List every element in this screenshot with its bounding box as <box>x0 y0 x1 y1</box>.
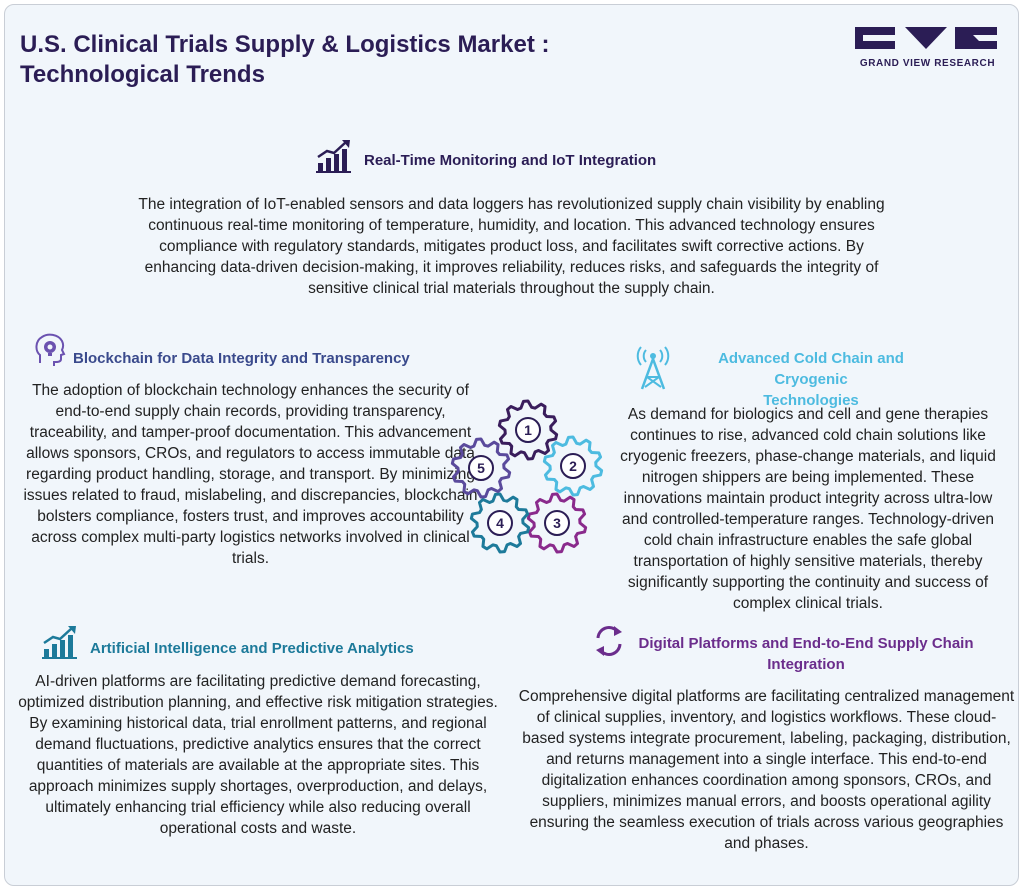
gear-label: 1 <box>524 422 532 438</box>
coldchain-title-line-2: Technologies <box>763 392 859 409</box>
gear-label: 2 <box>569 458 577 474</box>
cycle-arrows-icon <box>596 626 622 656</box>
signal-tower-icon <box>636 346 670 390</box>
gear-label: 5 <box>477 460 485 476</box>
page-title: U.S. Clinical Trials Supply & Logistics … <box>20 30 660 90</box>
ai-title: Artificial Intelligence and Predictive A… <box>90 640 414 657</box>
logo-text: GRAND VIEW RESEARCH <box>859 58 996 69</box>
gear-5: 5 <box>450 437 512 499</box>
coldchain-title-line-1: Advanced Cold Chain and Cryogenic <box>718 350 904 388</box>
gear-3: 3 <box>526 492 588 554</box>
digital-title-line-2: Integration <box>767 656 845 673</box>
chart-growth-icon <box>316 140 351 173</box>
coldchain-body: As demand for biologics and cell and gen… <box>620 406 996 612</box>
bar-chart-icon <box>42 626 77 659</box>
gear-1: 1 <box>497 399 559 461</box>
gear-label: 4 <box>496 515 504 531</box>
digital-title: Digital Platforms and End-to-End Supply … <box>630 633 982 675</box>
grand-view-research-logo <box>855 27 997 49</box>
blockchain-title: Blockchain for Data Integrity and Transp… <box>73 350 410 367</box>
blockchain-body: The adoption of blockchain technology en… <box>23 382 478 567</box>
digital-body: Comprehensive digital platforms are faci… <box>518 688 1015 852</box>
coldchain-title: Advanced Cold Chain and Cryogenic Techno… <box>680 348 942 411</box>
gears-graphic: 1 2 3 4 5 <box>450 399 604 554</box>
realtime-title: Real-Time Monitoring and IoT Integration <box>364 152 657 169</box>
title-line-2: Technological Trends <box>20 61 265 88</box>
digital-title-line-1: Digital Platforms and End-to-End Supply … <box>638 635 974 652</box>
ai-body: AI-driven platforms are facilitating pre… <box>18 673 498 837</box>
lightbulb-head-icon <box>35 333 66 366</box>
gear-label: 3 <box>553 515 561 531</box>
gear-4: 4 <box>469 492 531 554</box>
title-line-1: U.S. Clinical Trials Supply & Logistics … <box>20 31 550 58</box>
realtime-body: The integration of IoT-enabled sensors a… <box>138 196 885 297</box>
gear-2: 2 <box>542 435 604 497</box>
